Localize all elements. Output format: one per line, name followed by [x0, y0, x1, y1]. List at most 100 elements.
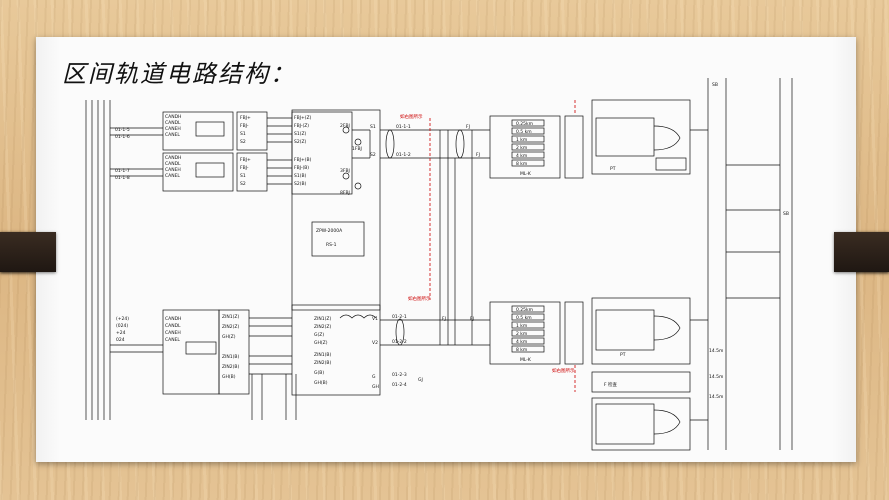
match-label-6: 8 km	[516, 161, 527, 167]
fbj-term-3: S1	[240, 131, 246, 137]
controller-note-2: RS-1	[326, 242, 337, 248]
bottom-fj-label-2: FJ	[470, 316, 474, 322]
relay-contact-3: S1(Z)	[294, 131, 307, 137]
section-label-2: SB	[783, 211, 789, 217]
match-label-3: 1 km	[516, 137, 527, 143]
bottom-fj-label-1: FJ	[442, 316, 446, 322]
cable-id-1: 01-1-1	[396, 124, 411, 130]
fbj-term-5: FBJ+	[240, 157, 251, 163]
fj-label-2: FJ	[476, 152, 480, 158]
fj-label-1: FJ	[466, 124, 470, 130]
relay-r-label-5: ZIN1(B)	[314, 352, 331, 358]
receiver-label-1: ZIN1(Z)	[222, 314, 239, 320]
bottom-match-label-2: 0.5 km	[516, 315, 532, 321]
receiver-label-2: ZIN2(Z)	[222, 324, 239, 330]
bottom-cable-id-1: 01-2-1	[392, 314, 407, 320]
match-label-5: 4 km	[516, 153, 527, 159]
match-label-2: 0.5 km	[516, 129, 532, 135]
bottom-simulated-network-label: PT	[620, 352, 626, 358]
relay-r-label-8: GH(B)	[314, 380, 328, 386]
side-term-v1: V1	[372, 316, 378, 322]
left-term-5: CANDH	[165, 316, 181, 322]
can-label-3: CANEH	[165, 126, 181, 132]
left-tape-front	[0, 232, 56, 272]
relay-contact-2: FBJ-(Z)	[294, 123, 309, 129]
relay-r-label-3: G(Z)	[314, 332, 324, 338]
match-label-1: 0.25km	[516, 121, 533, 127]
can-label-2: CANDL	[165, 120, 181, 126]
relay-contact-7: S1(B)	[294, 173, 307, 179]
bottom-match-label-6: 8 km	[516, 347, 527, 353]
simulated-network-label: PT	[610, 166, 616, 172]
receiver-label-6: GH(B)	[222, 374, 236, 380]
red-note-1: 如右图所示	[400, 113, 423, 120]
cable-term-s2: S2	[370, 152, 376, 158]
row-label-4: 01-1-8	[115, 175, 130, 181]
relay-label-2: 1FBJ	[352, 146, 362, 152]
bottom-match-label-1: 0.25km	[516, 307, 533, 313]
row-label-3: 01-1-7	[115, 168, 130, 174]
bottom-match-label-4: 2 km	[516, 331, 527, 337]
left-term-6: CANDL	[165, 323, 181, 329]
bottom-match-label-5: 4 km	[516, 339, 527, 345]
match-label-4: 2 km	[516, 145, 527, 151]
bottom-cable-id-4: 01-2-4	[392, 382, 407, 388]
can-label-5: CANDH	[165, 155, 181, 161]
fbj-term-1: FBJ+	[240, 115, 251, 121]
slide-title: 区间轨道电路结构：	[62, 60, 296, 88]
fbj-term-6: FBJ-	[240, 165, 249, 171]
can-label-1: CANDH	[165, 114, 181, 120]
relay-r-label-6: ZIN2(B)	[314, 360, 331, 366]
relay-contact-8: S2(B)	[294, 181, 307, 187]
left-term-1: (+24)	[116, 316, 129, 322]
relay-contact-1: FBJ+(Z)	[294, 115, 312, 121]
relay-label-1: 2FBJ	[340, 123, 350, 129]
relay-contact-5: FBJ+(B)	[294, 157, 312, 163]
side-term-v2: V2	[372, 340, 378, 346]
relay-label-3: 3FBJ	[340, 168, 350, 174]
relay-contact-6: FBJ-(B)	[294, 165, 309, 171]
bottom-cable-id-3: 01-2-3	[392, 372, 407, 378]
left-term-8: CANEL	[165, 337, 180, 343]
right-tape-front	[834, 232, 889, 272]
relay-label-4: 8FBJ	[340, 190, 350, 196]
receiver-label-4: ZIN1(B)	[222, 354, 239, 360]
can-label-7: CANEH	[165, 167, 181, 173]
can-label-6: CANDL	[165, 161, 181, 167]
bottom-cable-id-2: 01-2-2	[392, 339, 407, 345]
receiver-label-3: GH(Z)	[222, 334, 236, 340]
distance-label-3: 14.5m	[709, 394, 723, 400]
bottom-note: F 检查	[604, 381, 618, 388]
relay-r-label-7: G(B)	[314, 370, 324, 376]
bottom-match-label-3: 1 km	[516, 323, 527, 329]
receiver-label-5: ZIN2(B)	[222, 364, 239, 370]
fbj-term-8: S2	[240, 181, 246, 187]
slide-paper	[36, 37, 856, 462]
cable-id-2: 01-1-2	[396, 152, 411, 158]
can-label-4: CANEL	[165, 132, 180, 138]
side-term-gh: GH	[372, 384, 379, 390]
red-note-3: 如右图所示	[552, 367, 575, 374]
section-label-1: SB	[712, 82, 718, 88]
controller-note-1: ZPW-2000A	[316, 228, 343, 234]
relay-r-label-2: ZIN2(Z)	[314, 324, 331, 330]
distance-label-1: 14.5m	[709, 348, 723, 354]
gj-label: GJ	[418, 377, 423, 383]
fbj-term-4: S2	[240, 139, 246, 145]
left-term-7: CANEH	[165, 330, 181, 336]
fbj-term-2: FBJ-	[240, 123, 249, 129]
can-label-8: CANEL	[165, 173, 180, 179]
relay-contact-4: S2(Z)	[294, 139, 307, 145]
cable-box-label: ML-K	[520, 171, 532, 177]
red-note-2: 如右图所示	[408, 295, 431, 302]
cable-term-s1: S1	[370, 124, 376, 130]
row-label-2: 01-1-6	[115, 134, 130, 140]
distance-label-2: 14.5m	[709, 374, 723, 380]
relay-r-label-1: ZIN1(Z)	[314, 316, 331, 322]
side-term-g: G	[372, 374, 376, 380]
row-label-1: 01-1-5	[115, 127, 130, 133]
left-term-4: 024	[116, 337, 125, 343]
left-term-3: +24	[116, 330, 126, 336]
relay-r-label-4: GH(Z)	[314, 340, 328, 346]
